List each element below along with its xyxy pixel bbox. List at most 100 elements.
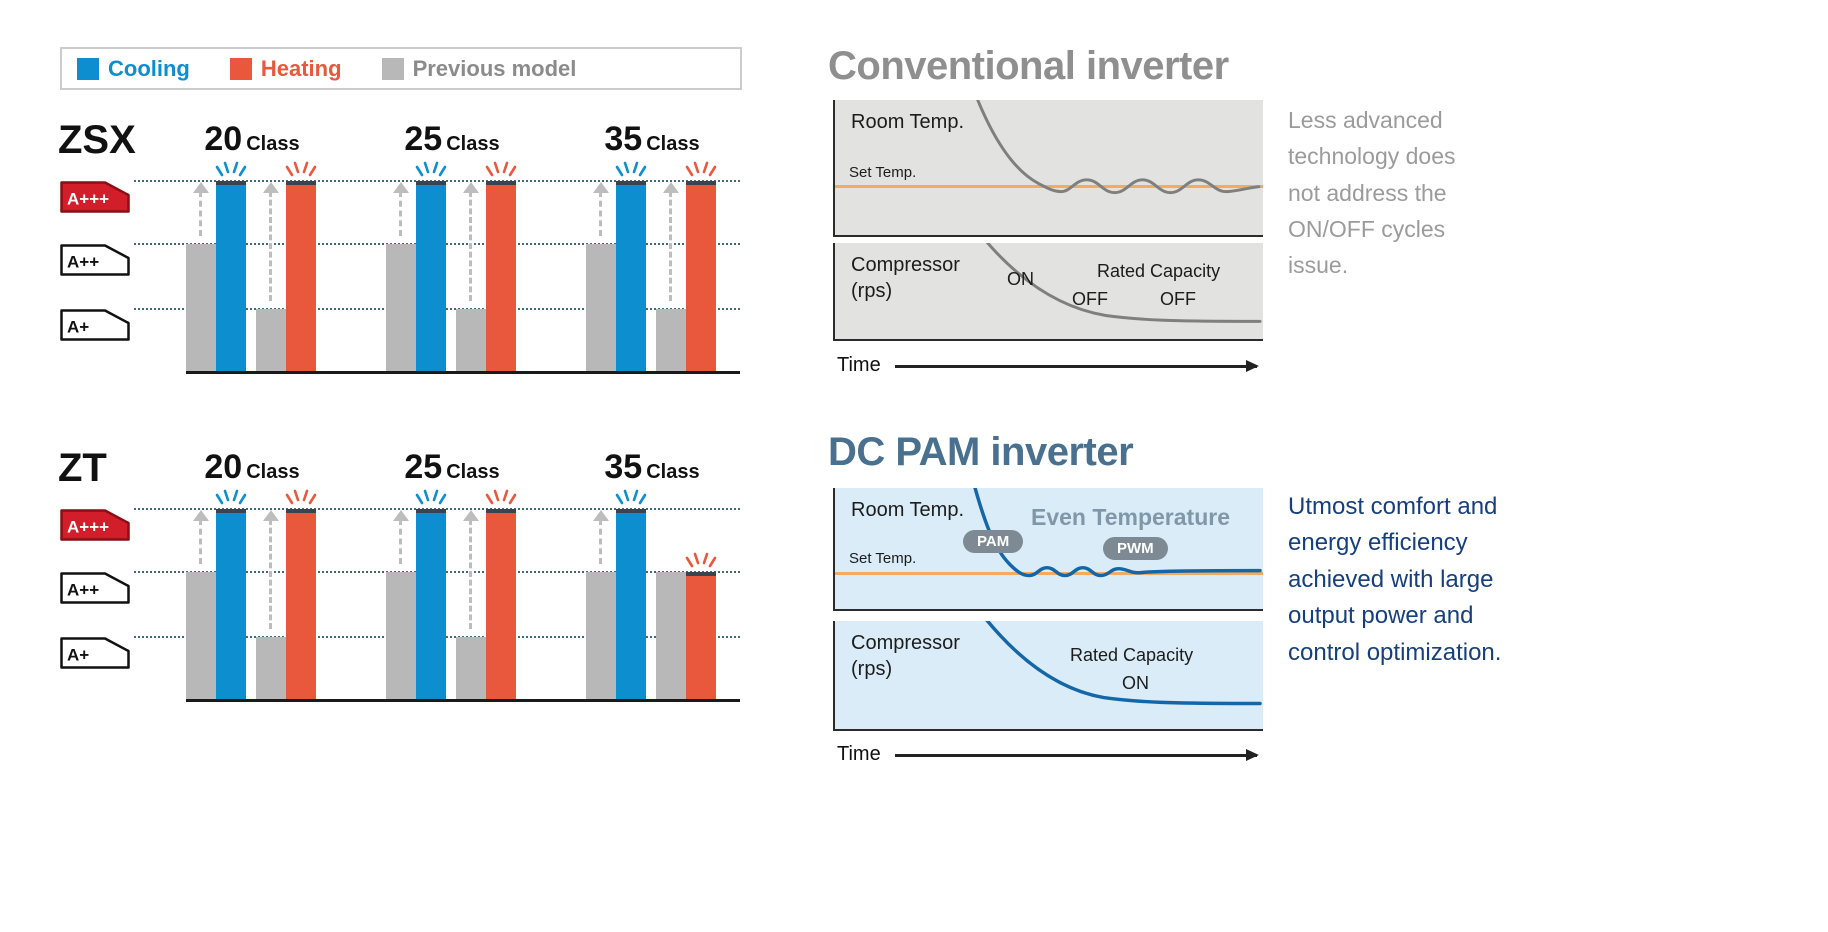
sparkle-icon [215, 489, 247, 505]
conventional-caption: Less advanced technology does not addres… [1288, 107, 1456, 279]
improvement-arrow-head [393, 182, 409, 193]
badge-label: A+ [67, 646, 89, 665]
pam-badge: PAM [963, 530, 1024, 553]
zt-35-cooling-bar [616, 509, 646, 699]
dc-pam-inverter-title: DC PAM inverter [828, 430, 1134, 474]
conventional-room-temp-panel: Room Temp. Set Temp. [833, 100, 1263, 237]
class-number: 20 [204, 120, 243, 158]
zt-rating-badge-a3: A+++ [60, 509, 130, 541]
improvement-arrow-head [593, 510, 609, 521]
curve-path [976, 100, 1261, 195]
sparkle-icon [615, 489, 647, 505]
dcpam-compressor-panel: Compressor (rps) Rated Capacity ON [833, 621, 1263, 731]
off-label: OFF [1072, 289, 1108, 309]
badge-shape [60, 637, 130, 669]
improvement-arrow-head [663, 182, 679, 193]
improvement-arrow [269, 191, 272, 301]
zsx-35-heating-bar [686, 181, 716, 371]
on-label: ON [1007, 269, 1034, 289]
set-temp-line [835, 572, 1263, 575]
time-arrow-icon [895, 749, 1259, 760]
conventional-inverter-title: Conventional inverter [828, 44, 1229, 88]
zt-rating-badge-a1: A+ [60, 637, 130, 669]
zsx-25-heating-bar [486, 181, 516, 371]
improvement-arrow [399, 191, 402, 236]
zsx-model-title: ZSX [58, 118, 136, 162]
set-temp-label: Set Temp. [849, 550, 917, 567]
badge-label: A++ [67, 253, 99, 272]
heating-swatch-icon [229, 57, 252, 80]
sparkle-icon [285, 489, 317, 505]
zt-25-cooling-bar [416, 509, 446, 699]
improvement-arrow-head [193, 510, 209, 521]
curve-path [973, 488, 1262, 578]
room-temp-curve [976, 100, 1261, 195]
time-label: Time [837, 743, 881, 765]
zsx-35-cooling-previous-bar [586, 244, 616, 371]
rated-capacity-label: Rated Capacity [1070, 645, 1194, 665]
improvement-arrow [669, 191, 672, 301]
badge-label: A+++ [67, 190, 109, 209]
set-temp-line [835, 185, 1263, 188]
compressor-label: Compressor (rps) [851, 254, 960, 303]
class-suffix: Class [646, 461, 700, 483]
zt-35-cooling-previous-bar [586, 572, 616, 699]
sparkle-icon [415, 489, 447, 505]
zt-rating-badge-a2: A++ [60, 572, 130, 604]
badge-shape [60, 509, 130, 541]
zt-35-heating-bar [686, 572, 716, 699]
even-temperature-label: Even Temperature [1031, 504, 1230, 530]
room-temp-curve [973, 488, 1262, 578]
legend-label-previous-model: Previous model [412, 55, 577, 81]
sparkle-icon [285, 161, 317, 177]
improvement-arrow-head [593, 182, 609, 193]
improvement-arrow-head [463, 182, 479, 193]
dcpam-caption: Utmost comfort and energy efficiency ach… [1288, 493, 1502, 666]
zsx-rating-badge-a1: A+ [60, 309, 130, 341]
zt-20-heating-previous-bar [256, 637, 286, 699]
zsx-rating-badge-a3: A+++ [60, 181, 130, 213]
previous-model-swatch-icon [381, 57, 404, 80]
compressor-label-line1: Compressor [851, 254, 960, 276]
compressor-label-line2: (rps) [851, 280, 893, 302]
class-number: 25 [404, 448, 443, 486]
sparkle-icon [685, 161, 717, 177]
improvement-arrow-head [263, 510, 279, 521]
class-suffix: Class [446, 461, 500, 483]
room-temp-label: Room Temp. [851, 499, 965, 521]
badge-label: A+ [67, 318, 89, 337]
zt-35-heating-previous-bar [656, 572, 686, 699]
class-number: 20 [204, 448, 243, 486]
dcpam-time-axis: Time [837, 743, 1267, 769]
improvement-arrow [599, 519, 602, 564]
legend-item-cooling: Cooling [77, 56, 190, 82]
zsx-20-cooling-previous-bar [186, 244, 216, 371]
room-temp-label: Room Temp. [851, 111, 965, 133]
zsx-25-cooling-bar [416, 181, 446, 371]
pwm-badge: PWM [1103, 537, 1168, 560]
compressor-speed-curve [985, 243, 1262, 323]
improvement-arrow [399, 519, 402, 564]
class-suffix: Class [646, 133, 700, 155]
zsx-rating-badge-a2: A++ [60, 244, 130, 276]
zsx-25-heating-previous-bar [456, 309, 486, 371]
chart-baseline [186, 699, 740, 702]
class-suffix: Class [446, 133, 500, 155]
compressor-speed-curve [985, 621, 1262, 706]
curve-path [985, 621, 1262, 706]
zsx-35-cooling-bar [616, 181, 646, 371]
compressor-label-line2: (rps) [851, 658, 893, 680]
zsx-35-heating-previous-bar [656, 309, 686, 371]
legend: Cooling Heating Previous model [60, 47, 742, 90]
chart-baseline [186, 371, 740, 374]
zsx-20-cooling-bar [216, 181, 246, 371]
curve-path [985, 243, 1262, 323]
zt-20-cooling-bar [216, 509, 246, 699]
off-label: OFF [1160, 289, 1196, 309]
improvement-arrow [199, 519, 202, 564]
on-label: ON [1122, 673, 1149, 693]
